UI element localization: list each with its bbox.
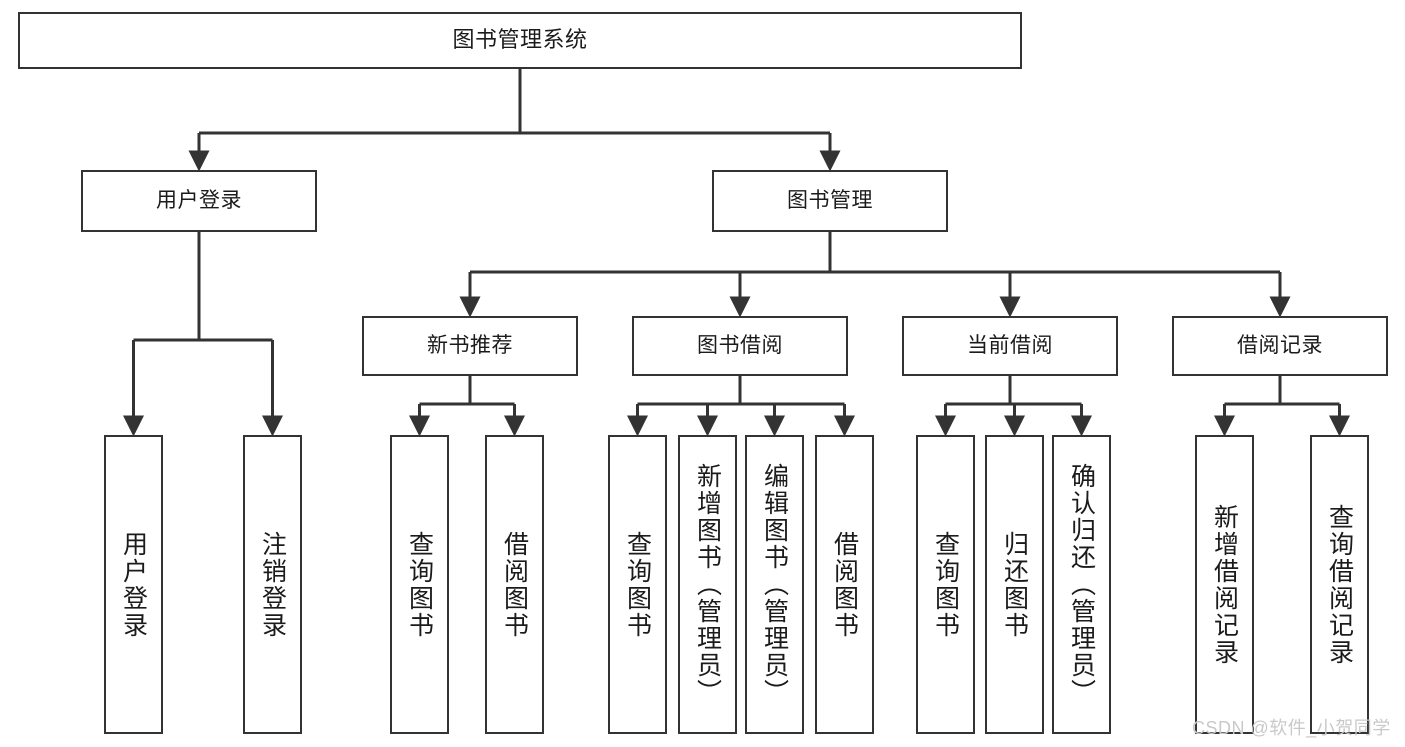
node-leaf-user-login[interactable]: 用户登录 [104,435,163,734]
node-leaf-user-logout[interactable]: 注销登录 [243,435,302,734]
node-new-book-rec[interactable]: 新书推荐 [362,316,578,376]
node-leaf-return-book[interactable]: 归还图书 [985,435,1044,734]
node-leaf-add-book-label: 新增图书（管理员） [693,463,722,706]
node-leaf-query-book-rec-label: 查询图书 [405,530,434,639]
node-leaf-add-record[interactable]: 新增借阅记录 [1195,435,1254,734]
node-leaf-borrow-book-rec[interactable]: 借阅图书 [485,435,544,734]
node-user-login[interactable]: 用户登录 [81,170,317,232]
node-leaf-confirm-return-label: 确认归还（管理员） [1067,463,1096,706]
node-borrow-record[interactable]: 借阅记录 [1172,316,1388,376]
csdn-watermark: CSDN @软件_小贺同学 [1192,718,1391,738]
node-new-book-rec-label: 新书推荐 [427,334,513,358]
node-leaf-add-book[interactable]: 新增图书（管理员） [678,435,737,734]
node-borrow-record-label: 借阅记录 [1237,334,1323,358]
node-book-borrow[interactable]: 图书借阅 [632,316,848,376]
node-leaf-add-record-label: 新增借阅记录 [1210,503,1239,666]
node-root[interactable]: 图书管理系统 [18,12,1022,69]
node-leaf-borrow-book[interactable]: 借阅图书 [815,435,874,734]
node-book-borrow-label: 图书借阅 [697,334,783,358]
node-leaf-confirm-return[interactable]: 确认归还（管理员） [1052,435,1111,734]
node-leaf-edit-book[interactable]: 编辑图书（管理员） [745,435,804,734]
node-leaf-return-book-label: 归还图书 [1000,530,1029,639]
node-leaf-query-record[interactable]: 查询借阅记录 [1310,435,1369,734]
node-leaf-user-login-label: 用户登录 [119,530,148,639]
node-root-label: 图书管理系统 [452,27,588,53]
node-leaf-query-book[interactable]: 查询图书 [608,435,667,734]
node-leaf-query-book-cur-label: 查询图书 [931,530,960,639]
node-current-borrow-label: 当前借阅 [967,334,1053,358]
node-book-manage-label: 图书管理 [787,189,873,213]
node-leaf-query-book-cur[interactable]: 查询图书 [916,435,975,734]
node-book-manage[interactable]: 图书管理 [712,170,948,232]
node-current-borrow[interactable]: 当前借阅 [902,316,1118,376]
node-leaf-query-record-label: 查询借阅记录 [1325,503,1354,666]
node-leaf-query-book-rec[interactable]: 查询图书 [390,435,449,734]
node-leaf-borrow-book-rec-label: 借阅图书 [500,530,529,639]
node-user-login-label: 用户登录 [156,189,242,213]
node-leaf-user-logout-label: 注销登录 [258,530,287,639]
node-leaf-query-book-label: 查询图书 [623,530,652,639]
node-leaf-borrow-book-label: 借阅图书 [830,530,859,639]
node-leaf-edit-book-label: 编辑图书（管理员） [760,463,789,706]
